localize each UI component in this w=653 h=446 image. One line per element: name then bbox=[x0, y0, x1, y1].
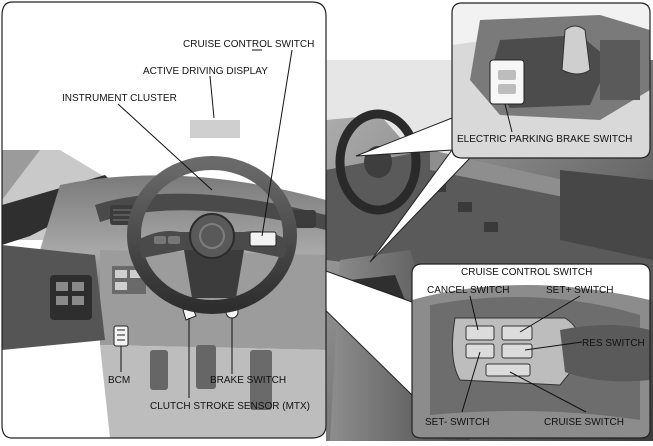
label-res-switch: RES SWITCH bbox=[582, 338, 645, 349]
cruise-detail-panel bbox=[411, 263, 651, 439]
label-cancel-switch: CANCEL SWITCH bbox=[427, 285, 509, 296]
leader-lines bbox=[117, 49, 587, 413]
labels: CRUISE CONTROL SWITCH ACTIVE DRIVING DIS… bbox=[62, 39, 645, 428]
label-set-plus-switch: SET+ SWITCH bbox=[546, 285, 614, 296]
label-bcm: BCM bbox=[108, 375, 130, 386]
main-panel bbox=[1, 1, 327, 439]
label-set-minus-switch: SET- SWITCH bbox=[425, 417, 489, 428]
label-cruise-control-switch: CRUISE CONTROL SWITCH bbox=[183, 39, 314, 50]
active-driving-display-box bbox=[190, 120, 240, 138]
label-instrument-cluster: INSTRUMENT CLUSTER bbox=[62, 93, 177, 104]
label-electric-parking-brake-switch: ELECTRIC PARKING BRAKE SWITCH bbox=[457, 134, 632, 145]
steering-wheel bbox=[127, 156, 297, 314]
label-active-driving-display: ACTIVE DRIVING DISPLAY bbox=[143, 66, 268, 77]
label-cruise-switch: CRUISE SWITCH bbox=[544, 417, 624, 428]
label-cruise-control-switch-detail: CRUISE CONTROL SWITCH bbox=[461, 267, 592, 278]
label-clutch-stroke-sensor: CLUTCH STROKE SENSOR (MTX) bbox=[150, 401, 310, 412]
label-brake-switch: BRAKE SWITCH bbox=[210, 375, 286, 386]
epb-detail-panel bbox=[451, 2, 651, 159]
